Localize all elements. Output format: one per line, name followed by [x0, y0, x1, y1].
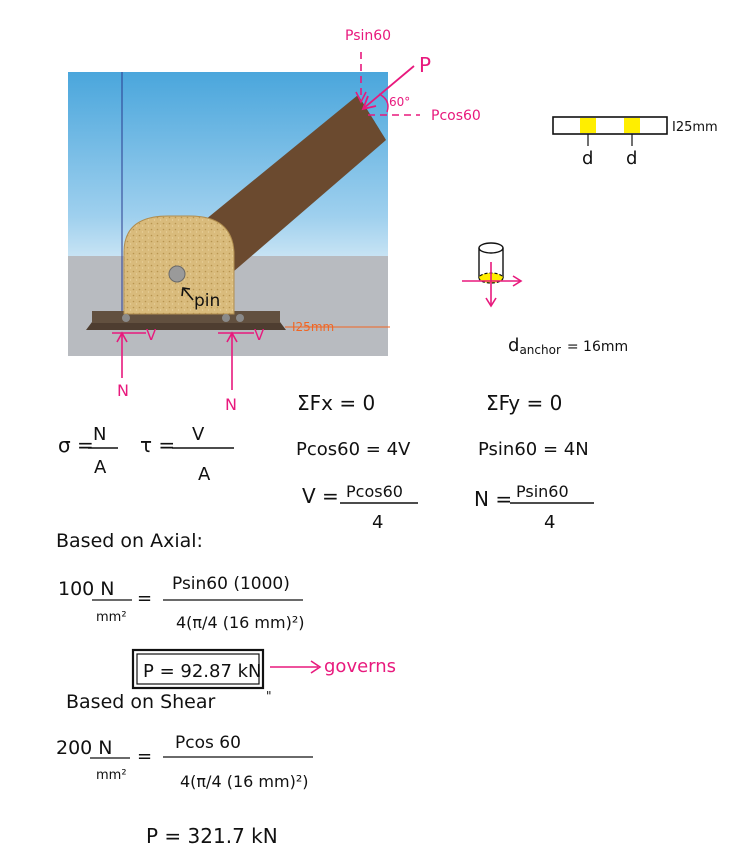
load-arrow	[363, 65, 415, 109]
axial-equals: =	[137, 588, 152, 609]
sum-fx-equation: Pcos60 = 4V	[296, 439, 411, 460]
anchor-axial-arrowhead	[485, 297, 497, 308]
inclined-post	[183, 95, 386, 278]
shear-equals: =	[137, 746, 152, 767]
governs-note: governs	[324, 656, 396, 677]
plate-outline	[552, 116, 668, 135]
n-numerator: Psin60	[516, 482, 569, 501]
load-diagram: Psin60 P 60° Pcos60	[345, 28, 481, 124]
anchor-diameter-label: danchor= 16mm	[508, 335, 628, 357]
axial-result: P = 92.87 kN	[143, 661, 262, 682]
shear-stress-numerator: 200 N	[56, 737, 113, 759]
pcos-label: Pcos60	[431, 108, 481, 124]
plate-plan-view: I25mm d d	[552, 116, 718, 169]
bolt-hole-highlight	[580, 118, 596, 133]
axial-tick-mark: "	[266, 689, 272, 703]
bolt-hole-highlight	[624, 118, 640, 133]
normal-reactions: N N	[116, 331, 238, 414]
load-label: P	[419, 53, 431, 77]
shear-heading: Based on Shear	[66, 691, 216, 713]
normal-reaction-label: N	[225, 395, 237, 414]
axial-heading: Based on Axial:	[56, 530, 203, 552]
tau-lhs: τ =	[140, 433, 175, 457]
sigma-lhs: σ =	[58, 433, 94, 457]
v-lhs: V =	[302, 484, 339, 508]
tau-numerator: V	[192, 424, 205, 445]
sigma-denominator: A	[94, 457, 107, 478]
angle-arc	[378, 93, 389, 113]
bolt-diameter-label: d	[582, 148, 593, 169]
stress-definitions: σ = N A τ = V A	[58, 424, 234, 485]
bolt-diameter-label: d	[626, 148, 637, 169]
vertical-component-arrowhead	[355, 91, 367, 104]
base-plate	[86, 322, 286, 330]
normal-reaction-label: N	[117, 381, 129, 400]
shear-rhs-numerator: Pcos 60	[175, 733, 241, 753]
shear-result: P = 321.7 kN	[146, 824, 278, 848]
sum-fy-equation: Psin60 = 4N	[478, 439, 589, 460]
v-denominator: 4	[372, 512, 383, 533]
plate-thickness-label: I25mm	[672, 120, 718, 135]
pin-label-arrowhead	[181, 287, 191, 297]
equilibrium-y: ΣFy = 0 Psin60 = 4N N = Psin60 4	[474, 391, 594, 533]
load-arrowhead	[361, 95, 377, 111]
axial-result-box	[131, 648, 265, 690]
pin-hole	[168, 265, 186, 283]
sigma-numerator: N	[93, 424, 106, 445]
axial-rhs-denominator: 4(π/4 (16 mm)²)	[176, 613, 304, 632]
sum-fy-title: ΣFy = 0	[486, 391, 562, 415]
anchor-sketch: danchor= 16mm	[462, 242, 628, 357]
shear-rhs-denominator: 4(π/4 (16 mm)²)	[180, 772, 308, 791]
normal-reaction-arrowhead	[116, 331, 128, 343]
equilibrium-x: ΣFx = 0 Pcos60 = 4V V = Pcos60 4	[296, 391, 418, 533]
anchor-bolt-head	[222, 314, 230, 322]
governs-arrowhead	[310, 660, 322, 674]
angle-label: 60°	[389, 95, 410, 109]
axial-result-box-inner	[136, 653, 260, 685]
tau-denominator: A	[198, 464, 211, 485]
anchor-shear-arrowhead	[512, 275, 523, 287]
axial-stress-numerator: 100 N	[58, 578, 115, 600]
sum-fx-title: ΣFx = 0	[297, 391, 375, 415]
pin-label: pin	[194, 291, 220, 311]
axial-stress-denominator: mm²	[96, 610, 127, 625]
base-thickness-label: I25mm	[292, 320, 334, 334]
anchor-top	[478, 242, 504, 254]
scene-render: pin V V I25mm	[68, 72, 390, 356]
n-lhs: N =	[474, 487, 512, 511]
n-denominator: 4	[544, 512, 555, 533]
shear-reaction-label: V	[254, 326, 265, 344]
anchor-bolt-head	[122, 314, 130, 322]
axial-check: Based on Axial: 100 N mm² = Psin60 (1000…	[56, 530, 396, 703]
normal-reaction-arrowhead	[226, 331, 238, 343]
inclined-post-edge	[356, 92, 386, 140]
shear-reaction-label: V	[146, 326, 157, 344]
v-numerator: Pcos60	[346, 482, 403, 501]
shear-stress-denominator: mm²	[96, 768, 127, 783]
shear-check: Based on Shear 200 N mm² = Pcos 60 4(π/4…	[56, 691, 313, 848]
pin-label-arrow	[183, 288, 194, 301]
psin-label: Psin60	[345, 28, 391, 44]
anchor-bolt-head	[236, 314, 244, 322]
axial-rhs-numerator: Psin60 (1000)	[172, 574, 290, 594]
pin-bracket	[123, 215, 235, 315]
